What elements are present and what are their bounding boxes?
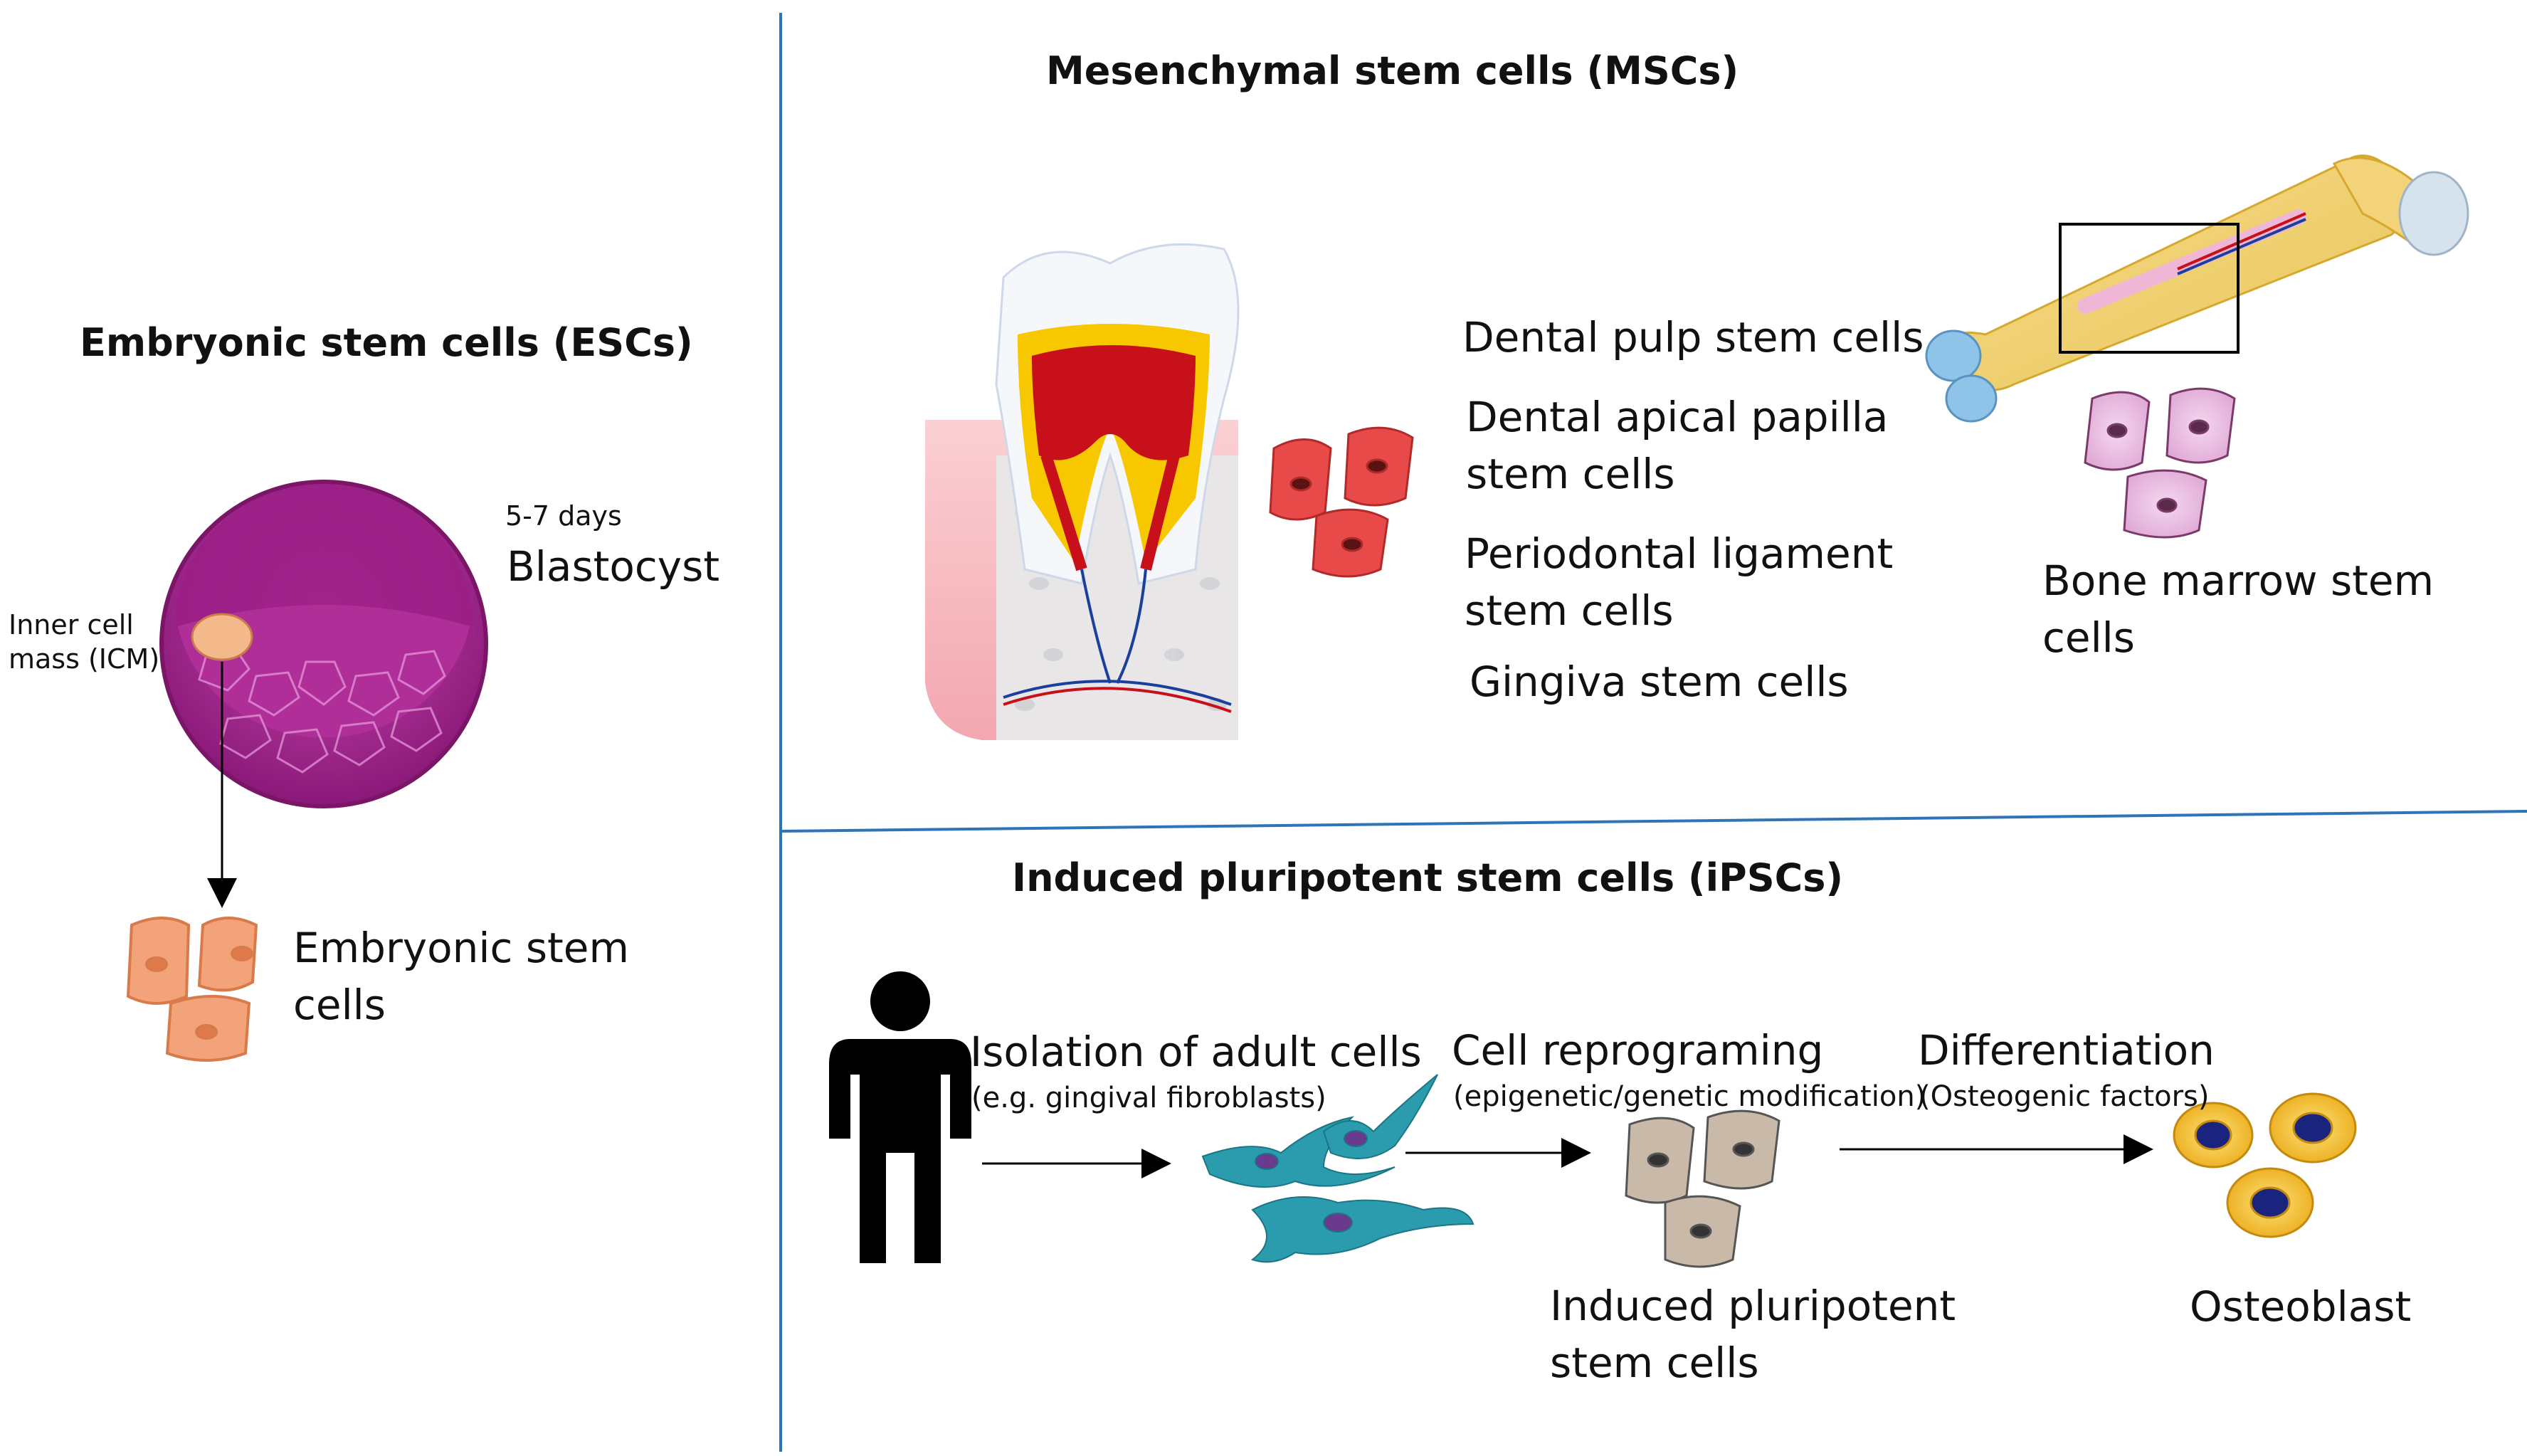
ipsc-title: Induced pluripotent stem cells (iPSCs) bbox=[1012, 855, 1844, 900]
ipsc-cells-line2: stem cells bbox=[1550, 1339, 1759, 1388]
esc-cells-label-line1: Embryonic stem bbox=[293, 924, 629, 972]
icm-label-line1: Inner cell bbox=[9, 609, 134, 640]
reprogramming-label: Cell reprograming bbox=[1452, 1026, 1824, 1075]
dental-pulp-label: Dental pulp stem cells bbox=[1462, 313, 1924, 362]
ipsc-cells-label: Induced pluripotent stem cells bbox=[1550, 1277, 1956, 1391]
isolation-label: Isolation of adult cells bbox=[970, 1028, 1422, 1076]
bone-marrow-line2: cells bbox=[2042, 613, 2136, 663]
osteoblast-label: Osteoblast bbox=[2190, 1282, 2412, 1331]
ipsc-cells-icon bbox=[1625, 1109, 1780, 1268]
icm-label: Inner cell mass (ICM) bbox=[9, 608, 159, 676]
isolation-sub-label: (e.g. gingival fibroblasts) bbox=[971, 1082, 1326, 1114]
gingiva-label: Gingiva stem cells bbox=[1470, 658, 1849, 706]
bone-marrow-label: Bone marrow stem cells bbox=[2042, 552, 2434, 666]
blastocyst-label: Blastocyst bbox=[507, 542, 720, 591]
esc-title: Embryonic stem cells (ESCs) bbox=[80, 320, 693, 365]
esc-cells-icon bbox=[126, 917, 258, 1062]
differentiation-sub-label: (Osteogenic factors) bbox=[1919, 1080, 2210, 1113]
days-label: 5-7 days bbox=[505, 500, 622, 532]
tooth-icon bbox=[925, 243, 1240, 740]
esc-cells-label-line2: cells bbox=[293, 981, 386, 1030]
dental-cells-icon bbox=[1269, 426, 1414, 578]
bone-marrow-line1: Bone marrow stem bbox=[2042, 556, 2434, 605]
apical-papilla-line1: Dental apical papilla bbox=[1466, 393, 1889, 441]
fibroblast-icon bbox=[1201, 1074, 1474, 1263]
blastocyst-icon bbox=[159, 480, 488, 808]
ipsc-cells-line1: Induced pluripotent bbox=[1550, 1282, 1956, 1330]
periodontal-line2: stem cells bbox=[1465, 586, 1674, 635]
apical-papilla-label: Dental apical papilla stem cells bbox=[1466, 389, 1888, 502]
differentiation-label: Differentiation bbox=[1918, 1026, 2215, 1075]
bone-icon bbox=[1925, 154, 2469, 423]
apical-papilla-line2: stem cells bbox=[1466, 450, 1675, 499]
horizontal-divider bbox=[780, 810, 2527, 833]
osteoblast-icon bbox=[2173, 1092, 2357, 1238]
icm-label-line2: mass (ICM) bbox=[9, 643, 160, 675]
esc-cells-label: Embryonic stem cells bbox=[293, 919, 629, 1033]
reprogramming-sub-label: (epigenetic/genetic modification) bbox=[1453, 1080, 1926, 1113]
marrow-cells-icon bbox=[2084, 387, 2236, 539]
person-icon bbox=[829, 971, 971, 1263]
periodontal-line1: Periodontal ligament bbox=[1465, 529, 1894, 578]
periodontal-label: Periodontal ligament stem cells bbox=[1465, 525, 1893, 639]
msc-title: Mesenchymal stem cells (MSCs) bbox=[1046, 48, 1739, 93]
bone-zoom-box bbox=[2059, 223, 2240, 354]
